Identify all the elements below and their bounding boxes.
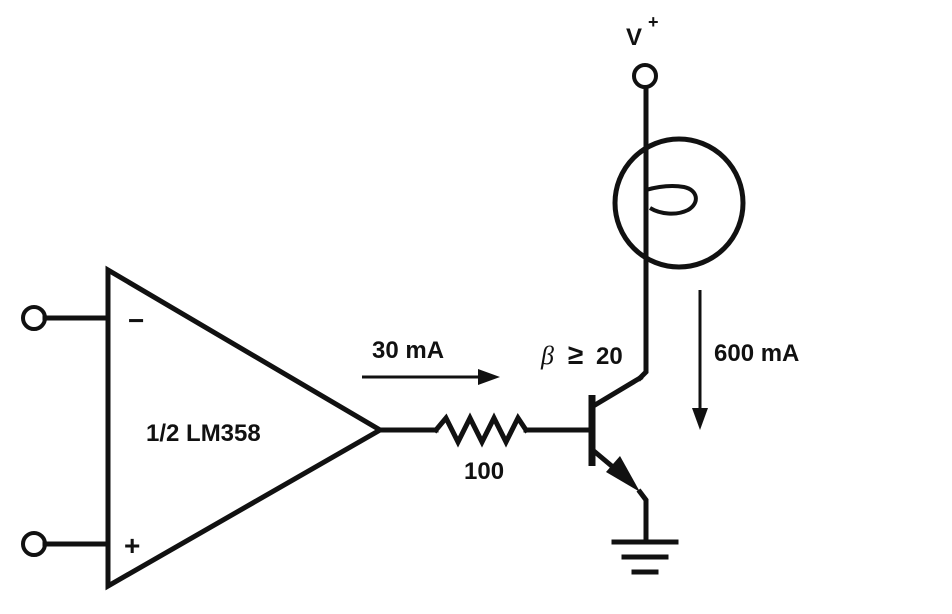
resistor bbox=[432, 412, 530, 448]
resistor-value: 100 bbox=[464, 458, 504, 485]
npn-transistor bbox=[588, 374, 644, 492]
opamp-triangle bbox=[105, 265, 385, 591]
input-current-label: 30 mA bbox=[372, 337, 444, 364]
beta-symbol: β bbox=[540, 341, 554, 370]
beta-value: 20 bbox=[596, 343, 623, 370]
output-current-arrow bbox=[692, 290, 708, 430]
supply-label: V bbox=[626, 24, 642, 51]
opamp-label: 1/2 LM358 bbox=[146, 420, 261, 447]
opamp-minus-sign: − bbox=[128, 305, 144, 336]
lamp bbox=[612, 85, 746, 273]
collector-wire bbox=[636, 267, 649, 382]
ground-icon bbox=[611, 539, 679, 575]
output-current-label: 600 mA bbox=[714, 340, 799, 367]
beta-relation: ≥ bbox=[568, 339, 583, 370]
opamp-plus-sign: + bbox=[124, 530, 140, 561]
emitter-wire bbox=[636, 488, 649, 543]
supply-terminal bbox=[632, 63, 658, 89]
inverting-input-terminal bbox=[21, 305, 111, 331]
supply-sup: + bbox=[648, 12, 659, 32]
input-current-arrow bbox=[362, 369, 500, 385]
noninverting-input-terminal bbox=[21, 531, 111, 557]
